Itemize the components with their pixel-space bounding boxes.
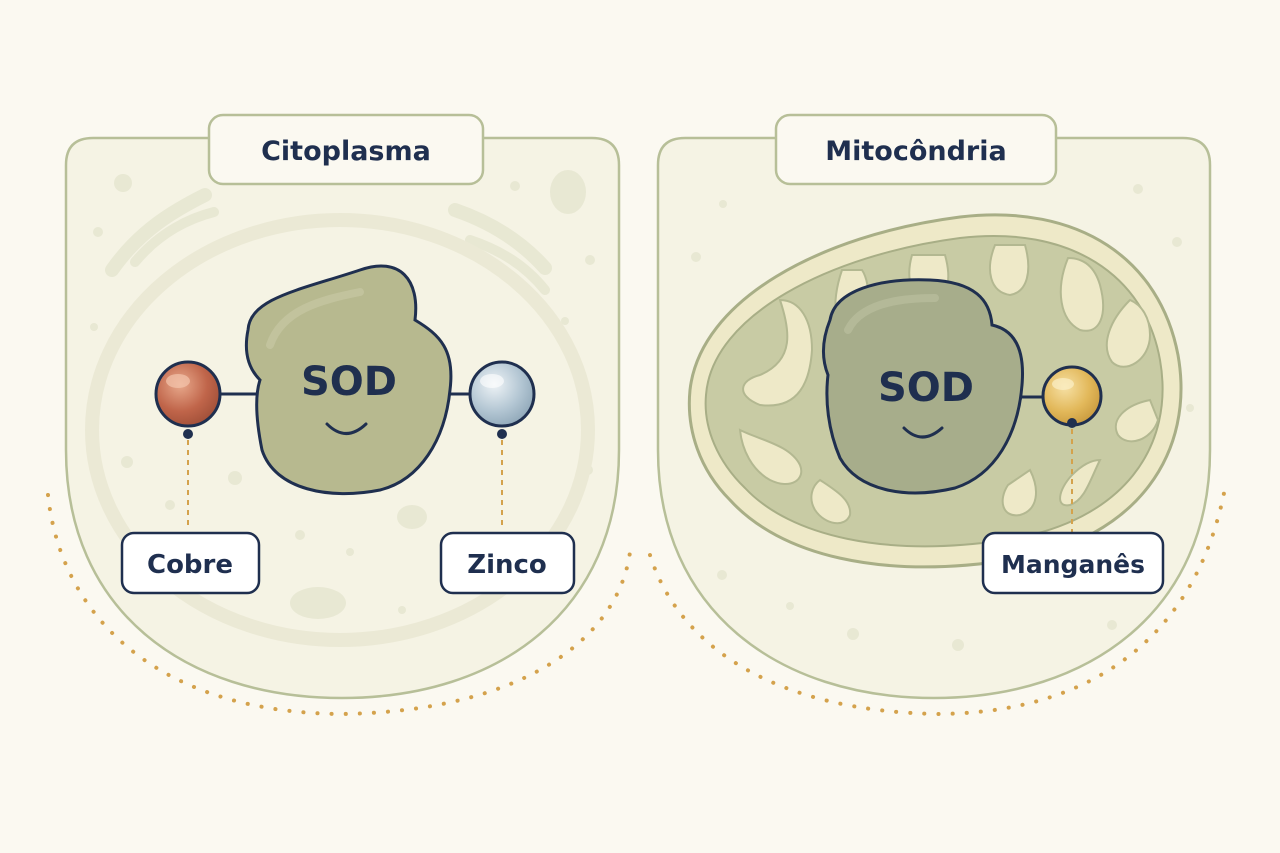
zinc-sphere [468, 360, 536, 428]
mitochondria-dotted-arc [648, 486, 1227, 717]
mitochondria-title: Mitocôndria [825, 136, 1006, 167]
copper-sphere [154, 360, 222, 428]
manganese-label-box [981, 531, 1165, 595]
mitochondria-panel: Mitocôndria SOD Manganês [648, 113, 1227, 717]
sod-enzyme-cytoplasm [245, 264, 453, 496]
mitochondria-title-box [774, 113, 1058, 186]
sod-enzyme-mitochondria [822, 278, 1025, 495]
cytoplasm-title-box [207, 113, 485, 186]
copper-label-box [120, 531, 261, 595]
sod-label-mitochondria: SOD [878, 365, 974, 411]
zinc-label-box [439, 531, 576, 595]
sod-label-cytoplasm: SOD [301, 359, 397, 405]
cytoplasm-panel: Citoplasma SOD Cobre Zinco [46, 113, 632, 717]
cytoplasm-title: Citoplasma [261, 136, 431, 167]
sod-smile-cytoplasm [325, 422, 368, 435]
copper-label: Cobre [147, 550, 233, 580]
zinc-label: Zinco [467, 550, 547, 580]
mitochondrion-cristae [738, 244, 1160, 525]
manganese-sphere [1041, 365, 1103, 427]
manganese-label: Manganês [1001, 550, 1145, 579]
cytoplasm-inner-ring [85, 213, 595, 647]
sod-smile-mitochondria [902, 426, 944, 439]
